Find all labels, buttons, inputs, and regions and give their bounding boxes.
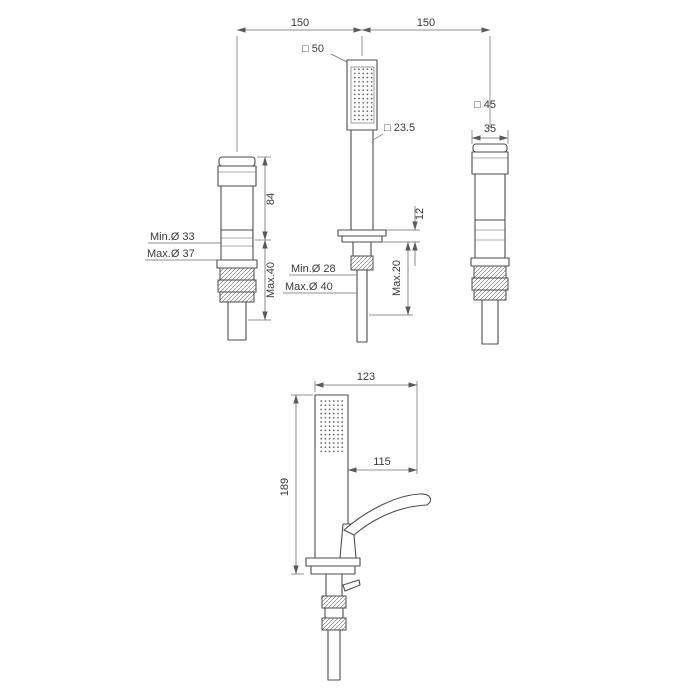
dim-150-left-label: 150 bbox=[291, 17, 309, 29]
spout-tailpiece bbox=[325, 573, 343, 597]
tailpiece-nut-lower bbox=[321, 617, 347, 631]
valve-flange bbox=[216, 259, 258, 269]
hose-nut bbox=[350, 255, 374, 271]
leader-line bbox=[330, 53, 348, 63]
diverter-flange bbox=[470, 257, 510, 267]
valve-thread bbox=[219, 267, 255, 281]
diverter-inlet-tube bbox=[481, 299, 499, 345]
diverter-view bbox=[470, 143, 510, 345]
depth-115-label: 115 bbox=[373, 456, 391, 468]
spout-dimensions: 123 115 189 bbox=[279, 371, 418, 575]
side-valve-dimensions: 84 Max.40 Min.Ø 33 Max.Ø 37 bbox=[145, 156, 277, 321]
diverter-mounting-nut bbox=[471, 277, 509, 291]
diverter-thread bbox=[473, 265, 507, 279]
max-depth-40-label: Max.40 bbox=[265, 262, 277, 298]
handshower-handle bbox=[350, 129, 374, 231]
hose-socket bbox=[352, 241, 372, 257]
diverter-dimensions: □ 45 35 bbox=[471, 99, 509, 144]
diverter-body-lower bbox=[474, 219, 506, 259]
valve-mounting-nut bbox=[217, 279, 257, 293]
top-dimension-chain: 150 150 bbox=[236, 17, 491, 152]
valve-inlet-tube bbox=[227, 301, 247, 341]
diverter-body-upper bbox=[474, 173, 506, 221]
handshower-dimensions: □ 50 □ 23.5 12 Max.20 Min.Ø 28 Max.Ø 40 bbox=[283, 43, 426, 316]
valve-body-lower bbox=[220, 229, 254, 261]
max-dia-37-label: Max.Ø 37 bbox=[147, 248, 195, 260]
max-depth-20-label: Max.20 bbox=[391, 260, 403, 296]
handshower-escutcheon-base bbox=[341, 235, 383, 243]
width-35-label: 35 bbox=[484, 123, 496, 135]
tailpiece-spacer bbox=[324, 607, 344, 619]
popup-rod-lever bbox=[342, 579, 361, 592]
valve-knob bbox=[217, 165, 257, 187]
spout-escutcheon-base bbox=[310, 565, 356, 575]
height-12-label: 12 bbox=[414, 208, 426, 220]
diverter-knob bbox=[471, 151, 509, 175]
valve-thread bbox=[219, 291, 255, 303]
valve-cap bbox=[218, 156, 256, 167]
square-50-label: □ 50 bbox=[302, 43, 324, 55]
diverter-thread bbox=[473, 289, 507, 301]
spout-side-view bbox=[305, 394, 432, 681]
diverter-cap bbox=[472, 143, 508, 153]
height-189-label: 189 bbox=[279, 478, 291, 496]
handshower-escutcheon-top bbox=[337, 229, 387, 237]
dim-150-right-label: 150 bbox=[417, 17, 435, 29]
min-dia-28-label: Min.Ø 28 bbox=[291, 263, 336, 275]
valve-body-upper bbox=[220, 185, 254, 231]
spray-nozzle-dots bbox=[352, 68, 373, 122]
leader-line bbox=[372, 133, 384, 141]
shower-hose bbox=[356, 269, 368, 343]
spray-face-outline bbox=[350, 66, 375, 124]
depth-123-label: 123 bbox=[357, 371, 375, 383]
side-valve-view bbox=[216, 156, 258, 341]
tailpiece-nut-upper bbox=[321, 595, 347, 609]
height-84-label: 84 bbox=[265, 193, 277, 205]
min-dia-33-label: Min.Ø 33 bbox=[150, 231, 195, 243]
handshower-view bbox=[337, 59, 387, 343]
square-45-label: □ 45 bbox=[474, 99, 496, 111]
square-23-5-label: □ 23.5 bbox=[384, 122, 415, 134]
max-dia-40-label: Max.Ø 40 bbox=[285, 281, 333, 293]
supply-tube bbox=[327, 629, 341, 681]
lever-handle bbox=[343, 493, 432, 536]
spout-texture-dots bbox=[318, 400, 345, 453]
spout-escutcheon-top bbox=[305, 557, 361, 567]
